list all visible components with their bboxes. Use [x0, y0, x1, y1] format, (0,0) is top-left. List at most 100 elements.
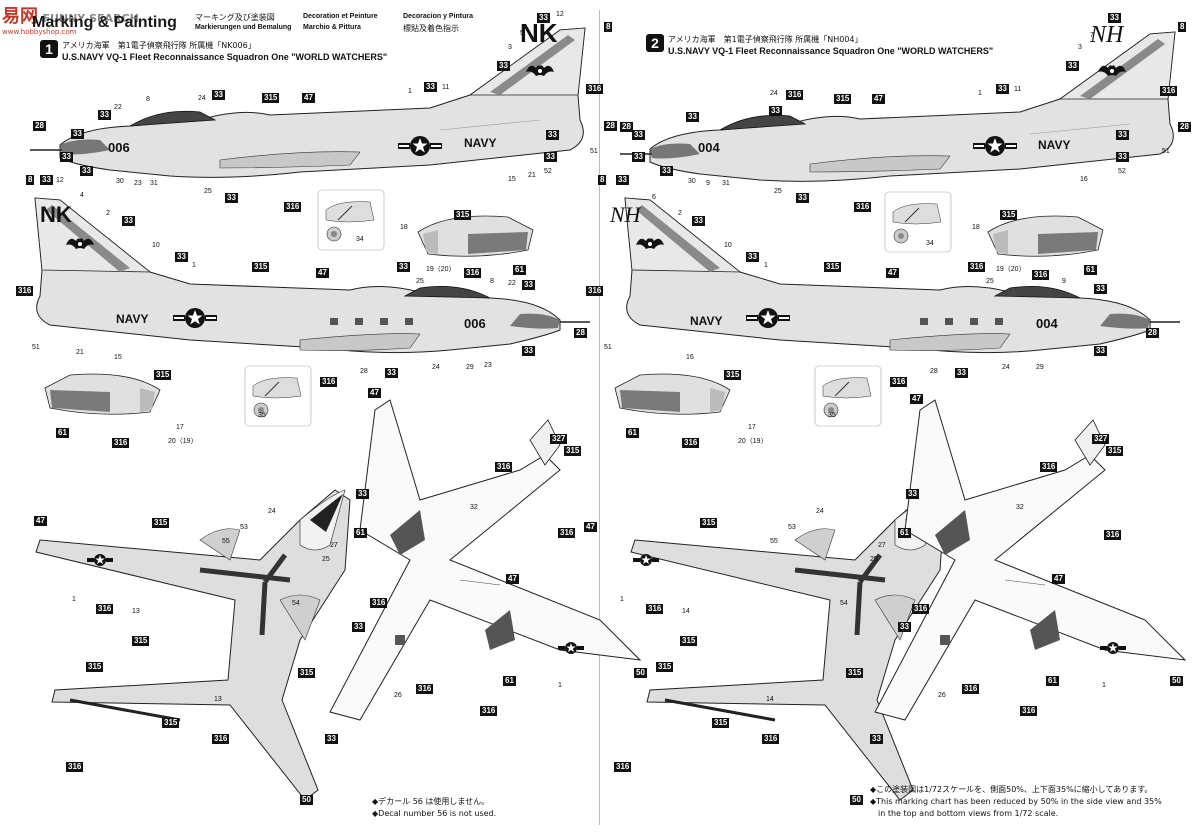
callout: 6 — [652, 194, 656, 201]
callout: 12 — [556, 11, 564, 18]
callout: 20（19） — [168, 438, 198, 445]
callout: 316 — [212, 734, 230, 744]
callout: 315 — [824, 262, 842, 272]
callout: 61 — [1046, 676, 1059, 686]
callout: 47 — [316, 268, 329, 278]
callout: 51 — [1162, 148, 1170, 155]
callout: 316 — [890, 377, 908, 387]
callout: 33 — [796, 193, 809, 203]
s2-modex-lower: 004 — [1036, 316, 1058, 331]
lang-es: Decoracion y Pintura — [403, 13, 474, 20]
callout: 33 — [212, 90, 225, 100]
callout: 315 — [298, 668, 316, 678]
callout: 316 — [1040, 462, 1058, 472]
callout: 33 — [898, 622, 911, 632]
callout: 25 — [322, 556, 330, 563]
callout: 51 — [604, 344, 612, 351]
callout: 28 — [33, 121, 46, 131]
callout: 33 — [769, 106, 782, 116]
callout: 25 — [416, 278, 424, 285]
scheme-2-jp: アメリカ海軍 第1電子偵察飛行隊 所属機「NH004」 — [668, 35, 863, 44]
callout: 8 — [1178, 22, 1187, 32]
callout: 316 — [646, 604, 664, 614]
callout: 1 — [408, 88, 412, 95]
callout: 315 — [564, 446, 582, 456]
note-decal-jp: ◆デカール 56 は使用しません。 — [372, 797, 490, 806]
s2-navy-lower: NAVY — [690, 314, 723, 328]
callout: 52 — [1118, 168, 1126, 175]
callout: 33 — [906, 489, 919, 499]
callout: 53 — [788, 524, 796, 531]
callout: 33 — [60, 152, 73, 162]
callout: 33 — [98, 110, 111, 120]
callout: 13 — [214, 696, 222, 703]
callout: 316 — [614, 762, 632, 772]
callout: 24 — [816, 508, 824, 515]
callout: 33 — [1116, 152, 1129, 162]
callout: 61 — [1084, 265, 1097, 275]
lang-ja: マーキング及び塗装図 — [195, 13, 275, 22]
callout: 30 — [116, 178, 124, 185]
callout: 33 — [1116, 130, 1129, 140]
callout: 1 — [192, 262, 196, 269]
callout: 51 — [590, 148, 598, 155]
callout: 315 — [834, 94, 852, 104]
callout: 316 — [912, 604, 930, 614]
callout: 50 — [1170, 676, 1183, 686]
callout: 315 — [700, 518, 718, 528]
callout: 316 — [320, 377, 338, 387]
callout: 24 — [1002, 364, 1010, 371]
callout: 33 — [522, 346, 535, 356]
callout: 1 — [620, 596, 624, 603]
callout: 47 — [910, 394, 923, 404]
callout: 24 — [198, 95, 206, 102]
s1-navy-lower: NAVY — [116, 312, 149, 326]
callout: 61 — [56, 428, 69, 438]
callout: 316 — [495, 462, 513, 472]
callout: 47 — [34, 516, 47, 526]
callout: 22 — [114, 104, 122, 111]
callout: 23 — [134, 180, 142, 187]
callout: 33 — [955, 368, 968, 378]
callout: 2 — [106, 210, 110, 217]
callout: 26 — [394, 692, 402, 699]
callout: 316 — [786, 90, 804, 100]
s1-tail-code-upper: NK — [520, 18, 558, 48]
callout: 7 — [1090, 32, 1094, 39]
callout: 1 — [558, 682, 562, 689]
note-scale-en-1: ◆This marking chart has been reduced by … — [870, 797, 1162, 806]
callout: 1 — [978, 90, 982, 97]
callout: 33 — [80, 166, 93, 176]
callout: 8 — [598, 175, 607, 185]
callout: 10 — [152, 242, 160, 249]
callout: 316 — [1032, 270, 1050, 280]
callout: 316 — [16, 286, 34, 296]
callout: 316 — [480, 706, 498, 716]
callout: 33 — [544, 152, 557, 162]
callout: 315 — [86, 662, 104, 672]
callout: 33 — [352, 622, 365, 632]
scheme-1-en: U.S.NAVY VQ-1 Fleet Reconnaissance Squad… — [62, 52, 388, 62]
callout: 3 — [508, 44, 512, 51]
callout: 31 — [150, 180, 158, 187]
callout: 1 — [72, 596, 76, 603]
callout: 28 — [360, 368, 368, 375]
callout: 47 — [584, 522, 597, 532]
callout: 316 — [464, 268, 482, 278]
callout: 18 — [972, 224, 980, 231]
callout: 8 — [146, 96, 150, 103]
center-divider — [599, 10, 600, 825]
callout: 34 — [926, 240, 934, 247]
callout: 4 — [80, 192, 84, 199]
callout: 316 — [416, 684, 434, 694]
callout: 316 — [762, 734, 780, 744]
lang-de: Markierungen und Bemalung — [195, 24, 292, 31]
scheme-2-en: U.S.NAVY VQ-1 Fleet Reconnaissance Squad… — [668, 46, 994, 56]
callout: 315 — [152, 518, 170, 528]
callout: 315 — [656, 662, 674, 672]
callout: 24 — [432, 364, 440, 371]
callout: 14 — [682, 608, 690, 615]
callout: 33 — [497, 61, 510, 71]
callout: 316 — [586, 84, 604, 94]
page-title: Marking & Painting — [32, 14, 177, 31]
